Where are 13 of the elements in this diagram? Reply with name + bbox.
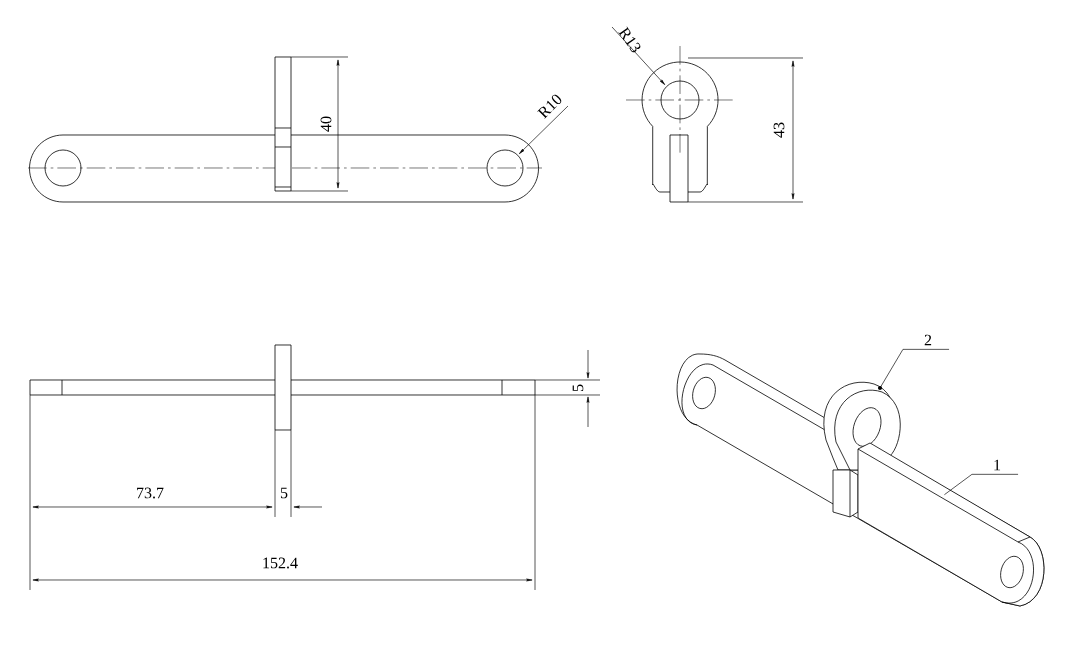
bar-drawing xyxy=(857,442,1045,607)
leader-line xyxy=(879,349,950,388)
dimension-label: 152.4 xyxy=(263,557,298,569)
callout-number: 1 xyxy=(994,459,1001,471)
dimension-label: 40 xyxy=(320,116,332,132)
callout-number: 2 xyxy=(924,334,932,346)
dimension-label: 73.7 xyxy=(137,487,164,499)
dimension-label: 5 xyxy=(280,487,288,499)
leader-line xyxy=(944,474,1019,496)
dimension-label: 5 xyxy=(572,384,584,392)
dimension-label: R13 xyxy=(618,26,641,53)
dimension-label: R10 xyxy=(537,94,562,119)
dimension-label: 43 xyxy=(773,122,785,138)
